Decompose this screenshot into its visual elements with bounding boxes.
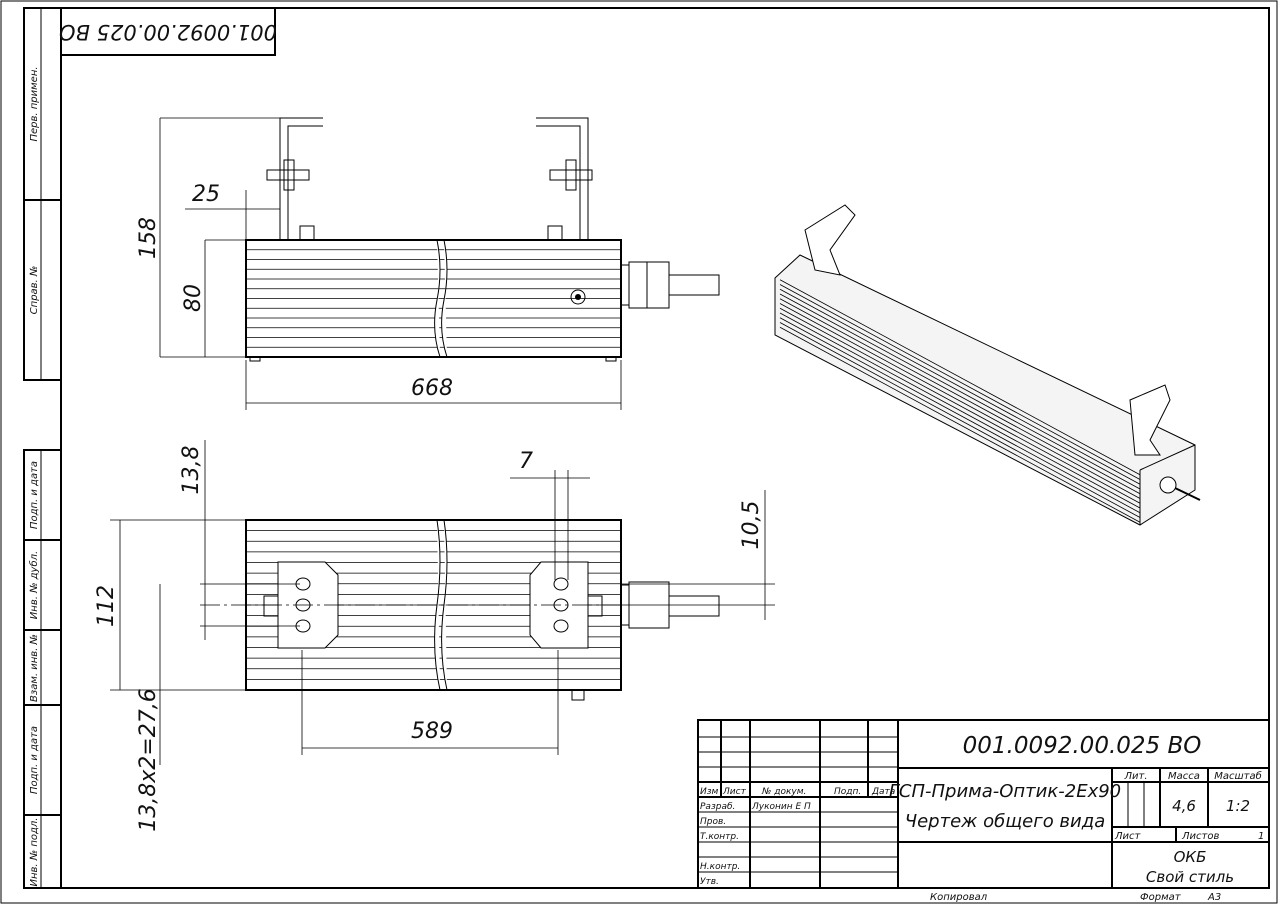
dim-7: 7 — [519, 449, 533, 474]
heatsink-fin — [779, 288, 1141, 485]
dim-27-6: 13,8x2=27,6 — [136, 688, 161, 831]
top-code: 001.0092.00.025 ВО — [59, 20, 277, 44]
heatsink-fin — [779, 322, 1141, 518]
side-strip: Перв. примен. Справ. № Подп. и дата Инв.… — [23, 7, 62, 889]
role-ncontrol: Н.контр. — [700, 862, 740, 872]
heatsink-fin — [779, 326, 1141, 523]
lit-label: Лит. — [1123, 771, 1147, 782]
dim-80: 80 — [181, 284, 206, 312]
dim-112: 112 — [94, 585, 119, 627]
dim-158: 158 — [136, 217, 161, 259]
format-label: Формат — [1140, 892, 1182, 903]
strip-label: Инв. № дубл. — [28, 551, 40, 619]
strip-label: Подп. и дата — [29, 461, 40, 529]
sheets-label: Листов — [1181, 831, 1219, 842]
dim-668: 668 — [411, 376, 453, 401]
strip-label: Справ. № — [29, 266, 40, 315]
scale-label: Масштаб — [1214, 770, 1262, 782]
org-style: Свой стиль — [1146, 868, 1234, 886]
org-name: ОКБ — [1174, 848, 1207, 866]
mass-label: Масса — [1168, 771, 1200, 782]
product-name: ГСП-Прима-Оптик-2Ex90 — [889, 781, 1121, 802]
heatsink-fin — [779, 312, 1141, 509]
strip-label: Подп. и дата — [29, 726, 40, 794]
drawing-code: 001.0092.00.025 ВО — [963, 733, 1202, 759]
document-type: Чертеж общего вида — [905, 811, 1105, 832]
header-sign: Подп. — [834, 787, 861, 797]
developer-name: Луконин Е П — [751, 802, 811, 812]
role-approved: Утв. — [700, 877, 719, 887]
copied-label: Копировал — [930, 892, 988, 903]
mass-value: 4,6 — [1172, 797, 1196, 815]
heatsink-fin — [779, 298, 1141, 495]
role-checker: Пров. — [700, 817, 726, 827]
bottom-view: 13,8 112 13,8x2=27,6 589 7 10,5 — [94, 440, 775, 832]
front-view: 158 80 25 668 — [136, 117, 720, 410]
heatsink-fin — [779, 279, 1141, 476]
heatsink-fin — [779, 307, 1141, 504]
title-block: 001.0092.00.025 ВО Изм Лист № докум. Под… — [697, 719, 1270, 903]
dim-13-8: 13,8 — [179, 446, 204, 495]
strip-label: Взам. инв. № — [29, 634, 40, 702]
heatsink-fin — [779, 293, 1141, 490]
role-tcontrol: Т.контр. — [700, 832, 739, 842]
heatsink-fin — [779, 317, 1141, 514]
top-code-stamp: 001.0092.00.025 ВО — [59, 7, 277, 56]
dim-25: 25 — [192, 182, 220, 207]
heatsink-fin — [779, 284, 1141, 480]
header-list: Лист — [722, 787, 747, 797]
isometric-view — [774, 204, 1201, 526]
dim-10-5: 10,5 — [739, 501, 764, 550]
heatsink-fin — [779, 303, 1141, 499]
strip-label: Инв. № подл. — [29, 818, 40, 887]
sheet-label: Лист — [1114, 831, 1142, 842]
role-developer: Разраб. — [700, 802, 735, 812]
inner-frame — [60, 7, 1270, 889]
dim-589: 589 — [411, 719, 453, 744]
scale-value: 1:2 — [1226, 797, 1250, 815]
format-value: A3 — [1207, 892, 1221, 903]
strip-label: Перв. примен. — [29, 66, 40, 141]
header-izm: Изм — [700, 787, 719, 797]
header-doc: № докум. — [761, 787, 806, 797]
sheets-value: 1 — [1258, 831, 1264, 842]
header-date: Дата — [871, 787, 895, 797]
